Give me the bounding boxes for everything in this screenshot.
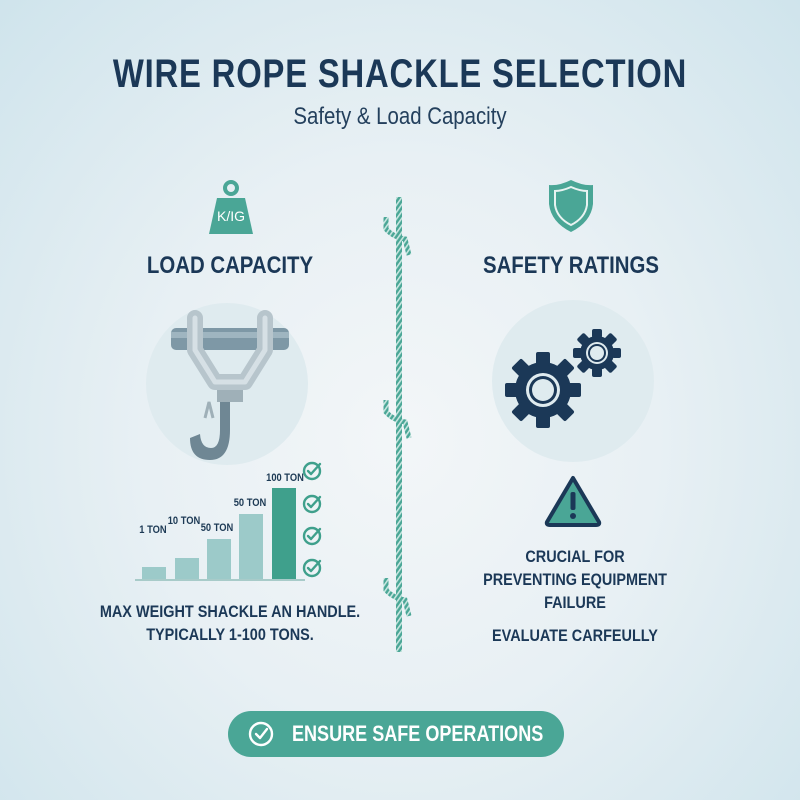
safety-description: CRUCIAL FOR PREVENTING EQUIPMENT FAILURE [483,547,667,612]
safety-ratings-title: SAFETY RATINGS [482,252,660,279]
page-subtitle: Safety & Load Capacity [293,103,507,130]
bar-label: 50 TON [233,497,267,509]
bar-100ton [272,488,296,579]
bar-10ton [175,558,199,579]
gears-icon [505,325,635,440]
ensure-safe-operations-button[interactable]: ENSURE SAFE OPERATIONS [228,711,564,757]
page-title: WIRE ROPE SHACKLE SELECTION [112,52,688,96]
bar-50ton-b [239,514,263,579]
check-circle-icon [248,721,274,747]
bar-label: 100 TON [266,472,304,484]
evaluate-note: EVALUATE CARFEULLY [492,626,658,645]
shackle-hook-icon [165,310,295,470]
bar-label: 1 TON [139,524,167,536]
load-capacity-title: LOAD CAPACITY [146,252,314,279]
weight-kg-icon: K/IG [199,178,263,240]
wire-rope-icon [383,195,417,655]
bar-label: 50 TON [200,522,234,534]
chart-axis [135,579,305,581]
cta-label: ENSURE SAFE OPERATIONS [292,721,544,746]
checklist [302,460,324,580]
bar-1ton [142,567,166,579]
load-capacity-chart: 1 TON 10 TON 50 TON 50 TON 100 TON [135,470,335,582]
bar-label: 10 TON [167,515,201,527]
load-capacity-description: MAX WEIGHT SHACKLE AN HANDLE. TYPICALLY … [99,602,361,644]
bar-50ton-a [207,539,231,579]
warning-triangle-icon [543,474,603,528]
shield-icon [546,178,596,234]
